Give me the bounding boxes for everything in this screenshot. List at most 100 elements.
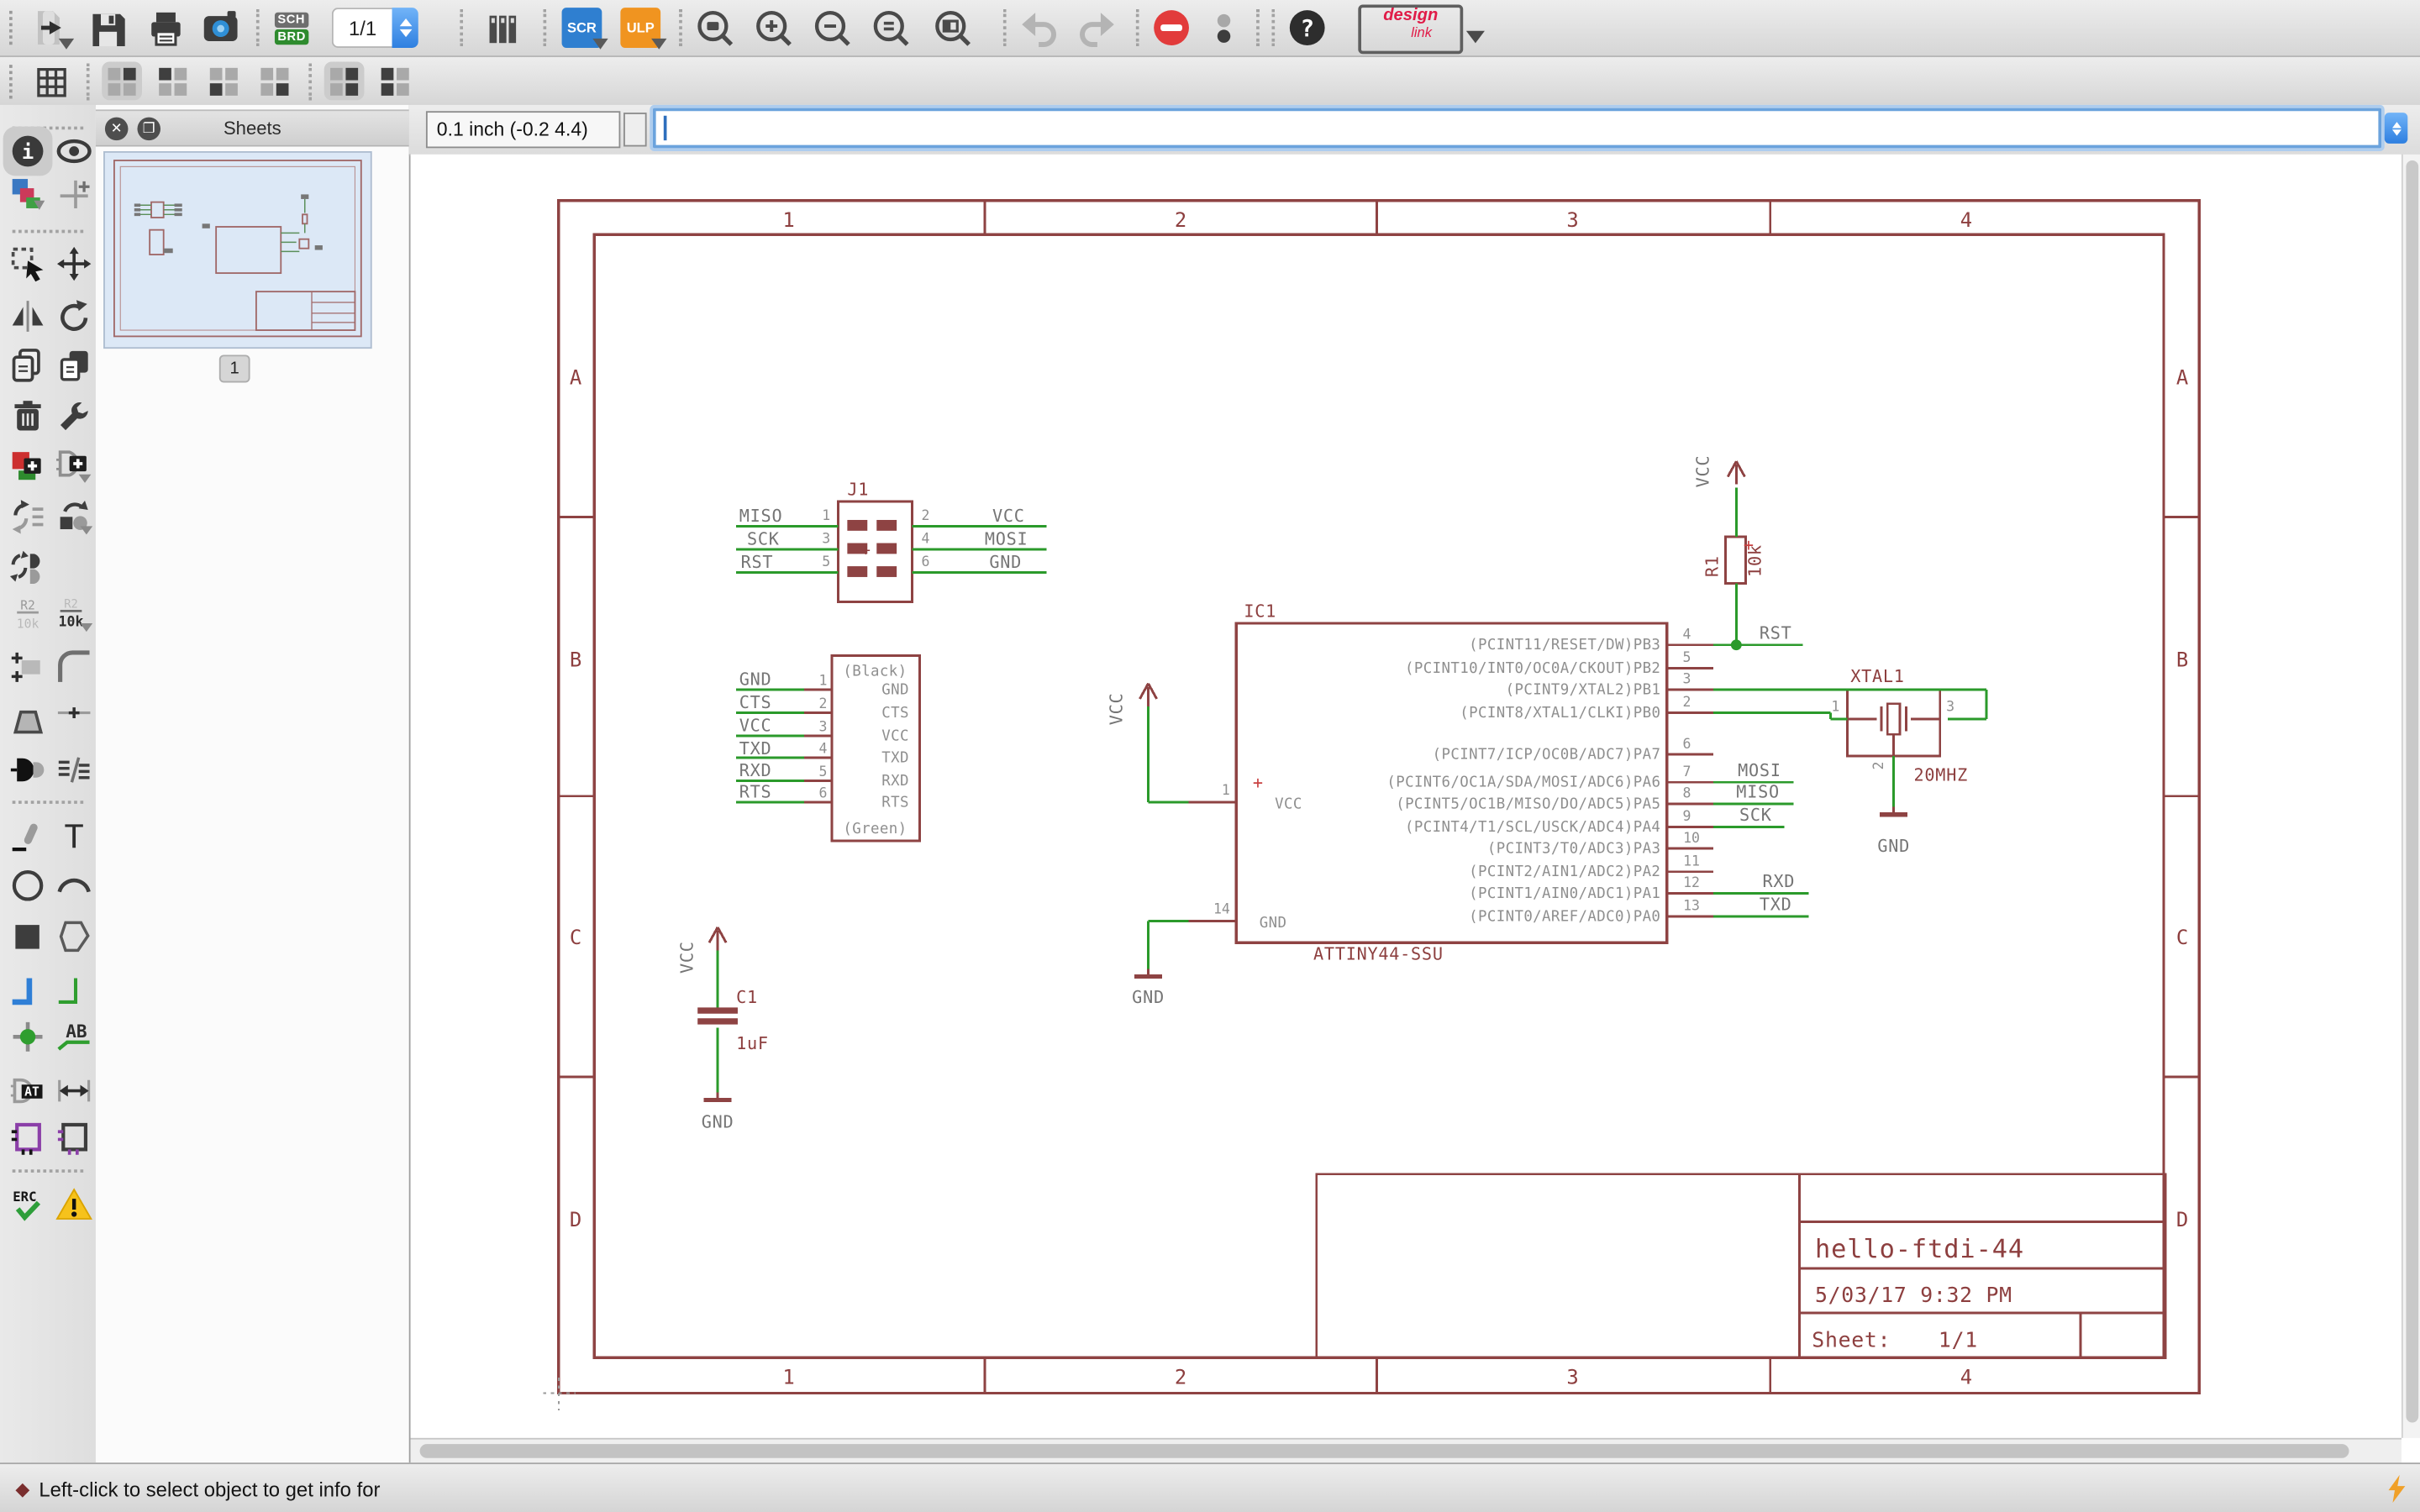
tool-info-icon[interactable]: i bbox=[6, 129, 49, 172]
image-export-icon[interactable] bbox=[197, 5, 244, 51]
display-mode-4-icon[interactable] bbox=[255, 61, 295, 100]
svg-text:R2: R2 bbox=[64, 598, 78, 612]
tool-pinswap-icon[interactable] bbox=[6, 496, 49, 538]
tool-name-icon[interactable]: R210k bbox=[6, 592, 49, 635]
save-icon[interactable] bbox=[83, 5, 129, 51]
command-input[interactable] bbox=[653, 108, 2381, 149]
svg-text:GND: GND bbox=[1260, 915, 1287, 932]
tool-rotate-icon[interactable] bbox=[52, 295, 95, 338]
design-link-label1: design bbox=[1361, 8, 1460, 24]
sheet-thumbnail[interactable] bbox=[103, 151, 372, 349]
ulp-icon[interactable]: ULP bbox=[618, 5, 664, 51]
svg-text:(PCINT1/AIN0/ADC1)PA1: (PCINT1/AIN0/ADC1)PA1 bbox=[1469, 885, 1660, 902]
sheet-selector[interactable]: 1/1 bbox=[332, 8, 418, 48]
tool-value-icon[interactable]: R210k bbox=[52, 592, 95, 635]
tool-move-icon[interactable] bbox=[52, 242, 95, 285]
tool-mark-plus-icon[interactable] bbox=[52, 699, 95, 742]
open-export-icon[interactable] bbox=[24, 5, 71, 51]
zoom-in-icon[interactable] bbox=[750, 5, 797, 51]
print-icon[interactable] bbox=[142, 5, 188, 51]
design-link-caret[interactable] bbox=[1466, 31, 1485, 44]
svg-text:3: 3 bbox=[822, 531, 830, 547]
tool-copy-icon[interactable] bbox=[6, 344, 49, 387]
tool-display-layers-icon[interactable] bbox=[6, 173, 49, 216]
run-status-dots-icon[interactable] bbox=[1201, 5, 1247, 51]
svg-text:MOSI: MOSI bbox=[985, 528, 1028, 549]
library-columns-icon[interactable] bbox=[478, 5, 524, 51]
tool-label-icon[interactable]: AB bbox=[52, 1016, 95, 1058]
schematic-canvas[interactable]: 12341234ABCDABCDJ1MISOSCKRSTVCCMOSIGND13… bbox=[411, 155, 2402, 1438]
zoom-exact-icon[interactable] bbox=[867, 5, 913, 51]
vertical-scrollbar[interactable] bbox=[2402, 155, 2420, 1438]
tool-eye-icon[interactable] bbox=[52, 129, 95, 172]
tool-group-select-icon[interactable] bbox=[6, 242, 49, 285]
sheet-1-tab[interactable]: 1 bbox=[219, 354, 250, 382]
svg-text:B: B bbox=[2176, 648, 2188, 671]
svg-text:SCK: SCK bbox=[1739, 805, 1772, 825]
tool-errors-icon[interactable] bbox=[52, 1184, 95, 1226]
toolbar-grip[interactable] bbox=[9, 11, 13, 45]
svg-text:RXD: RXD bbox=[881, 773, 909, 790]
help-icon[interactable]: ? bbox=[1284, 5, 1330, 51]
tool-split-icon[interactable] bbox=[6, 699, 49, 742]
toolbar2-grip[interactable] bbox=[9, 65, 13, 98]
design-link-button[interactable]: design link bbox=[1358, 5, 1463, 55]
tool-text-icon[interactable]: T bbox=[52, 815, 95, 858]
tool-junction-icon[interactable] bbox=[6, 1016, 49, 1058]
tool-replace-icon[interactable] bbox=[52, 496, 95, 538]
tool-wrench-icon[interactable] bbox=[52, 395, 95, 438]
svg-text:ATTINY44-SSU: ATTINY44-SSU bbox=[1313, 943, 1444, 963]
command-history-stepper[interactable] bbox=[2385, 113, 2408, 144]
tool-delete-icon[interactable] bbox=[6, 395, 49, 438]
tool-frame-b-icon[interactable] bbox=[52, 1116, 95, 1158]
display-mode-1-icon[interactable] bbox=[102, 61, 142, 100]
tool-arc-icon[interactable] bbox=[52, 864, 95, 907]
display-mode-6-icon[interactable] bbox=[375, 61, 415, 100]
zoom-select-icon[interactable] bbox=[929, 5, 976, 51]
activity-flash-icon bbox=[2386, 1475, 2408, 1503]
tool-polygon-icon[interactable] bbox=[52, 915, 95, 958]
sheets-panel-title: Sheets bbox=[160, 118, 345, 139]
command-bar-grip[interactable] bbox=[623, 113, 647, 146]
tool-dimension-icon[interactable] bbox=[52, 1069, 95, 1112]
tool-connect-gate-icon[interactable] bbox=[6, 748, 49, 791]
horizontal-scrollbar[interactable] bbox=[411, 1438, 2402, 1464]
stop-icon[interactable] bbox=[1149, 5, 1195, 51]
display-mode-5-icon[interactable] bbox=[324, 61, 365, 100]
sheet-selector-stepper[interactable] bbox=[392, 8, 418, 48]
tool-mirror-icon[interactable] bbox=[6, 295, 49, 338]
tool-add-gate-icon[interactable] bbox=[52, 443, 95, 486]
tool-frame-a-icon[interactable] bbox=[6, 1116, 49, 1158]
svg-text:10k: 10k bbox=[59, 614, 84, 630]
scr-script-icon[interactable]: SCR bbox=[559, 5, 605, 51]
vertical-scrollbar-thumb[interactable] bbox=[2406, 160, 2418, 1422]
redo-icon[interactable] bbox=[1074, 5, 1120, 51]
tool-paste-icon[interactable] bbox=[52, 344, 95, 387]
tool-rect-icon[interactable] bbox=[6, 915, 49, 958]
svg-text:GND: GND bbox=[989, 552, 1022, 572]
tool-gateswap-icon[interactable] bbox=[6, 544, 49, 587]
zoom-out-icon[interactable] bbox=[808, 5, 855, 51]
tool-invoke-icon[interactable] bbox=[52, 748, 95, 791]
sch-brd-switch-icon[interactable]: SCH BRD bbox=[269, 5, 315, 51]
close-panel-icon[interactable]: ✕ bbox=[105, 117, 129, 140]
tool-erc-icon[interactable]: ERC bbox=[6, 1184, 49, 1226]
tool-wire-icon[interactable] bbox=[6, 815, 49, 858]
svg-text:1: 1 bbox=[782, 1366, 794, 1389]
tool-smash-icon[interactable] bbox=[6, 645, 49, 688]
grid-icon[interactable] bbox=[28, 59, 74, 105]
tool-mark-icon[interactable] bbox=[52, 173, 95, 216]
tool-add-part-icon[interactable] bbox=[6, 443, 49, 486]
undo-icon[interactable] bbox=[1016, 5, 1062, 51]
tool-attribute-icon[interactable]: AT bbox=[6, 1069, 49, 1112]
horizontal-scrollbar-thumb[interactable] bbox=[420, 1444, 2349, 1458]
tool-circle-icon[interactable] bbox=[6, 864, 49, 907]
tool-miter-icon[interactable] bbox=[52, 645, 95, 688]
display-mode-3-icon[interactable] bbox=[203, 61, 244, 100]
tool-net-icon[interactable] bbox=[52, 969, 95, 1011]
zoom-fit-icon[interactable] bbox=[692, 5, 738, 51]
display-mode-2-icon[interactable] bbox=[153, 61, 193, 100]
tool-bus-icon[interactable] bbox=[6, 969, 49, 1011]
palette-separator bbox=[13, 801, 83, 804]
float-panel-icon[interactable]: ❐ bbox=[137, 117, 160, 140]
